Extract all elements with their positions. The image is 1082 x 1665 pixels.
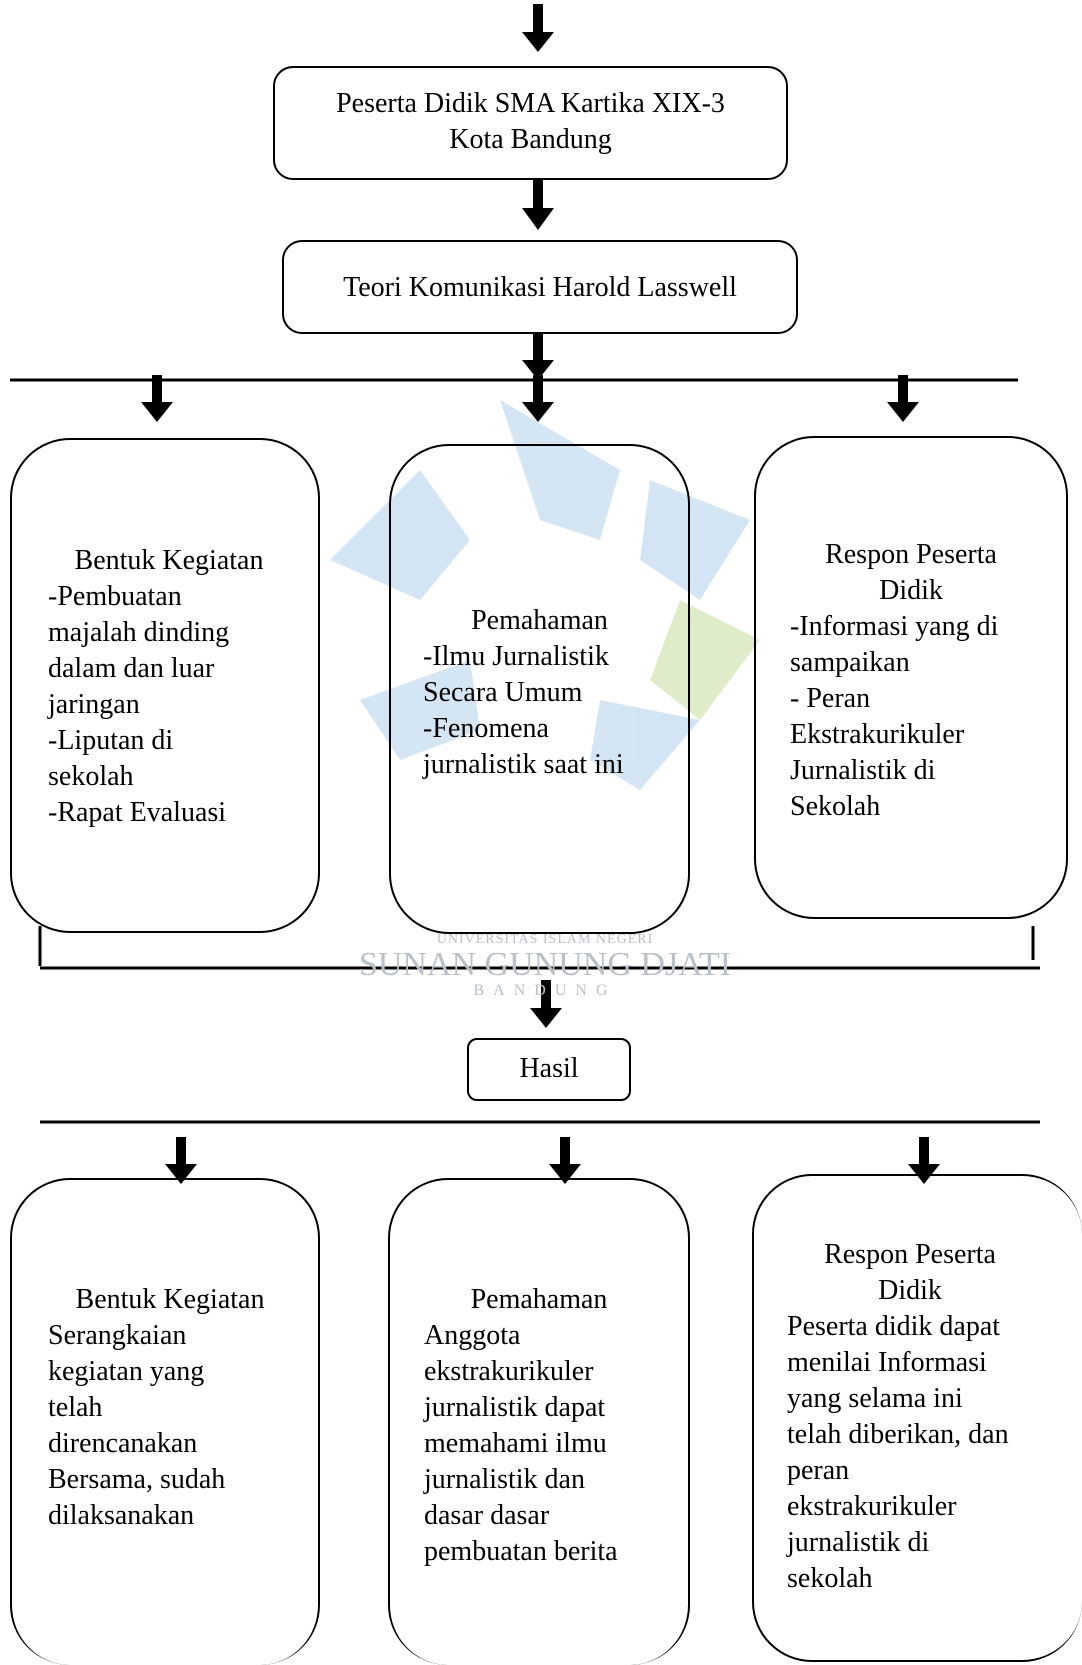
understanding-body: -Ilmu Jurnalistik Secara Umum -Fenomena … [423,641,624,780]
student-response-body: -Informasi yang di sampaikan - Peran Eks… [790,611,999,822]
student-response-title: Respon Peserta Didik [825,539,997,606]
understanding-box [389,444,690,934]
understanding-result-title: Pemahaman [470,1284,608,1315]
student-response-result-body: Peserta didik dapat menilai Informasi ya… [787,1311,1009,1594]
arrow-down-icon [141,375,173,422]
arrow-down-icon [522,180,554,230]
subject-box-text: Peserta Didik SMA Kartika XIX-3 Kota Ban… [336,88,725,155]
activity-result-title: Bentuk Kegiatan [75,1284,265,1315]
arrow-down-icon [522,375,554,422]
subject-box [273,66,788,180]
theory-box-text: Teori Komunikasi Harold Lasswell [343,272,737,303]
arrow-down-icon [522,333,554,380]
understanding-result-box [388,1178,690,1665]
arrow-down-icon [522,4,554,52]
watermark-line-3: BANDUNG [473,982,617,999]
understanding-result-body: Anggota ekstrakurikuler jurnalistik dapa… [424,1320,618,1567]
activity-result-body: Serangkaian kegiatan yang telah direncan… [48,1320,226,1531]
theory-box [282,240,798,334]
result-box [467,1038,631,1101]
student-response-result-box [752,1174,1082,1662]
result-box-text: Hasil [519,1053,579,1084]
arrow-down-icon [887,375,919,422]
understanding-title: Pemahaman [471,605,608,636]
watermark-text: UNIVERSITAS ISLAM NEGERI SUNAN GUNUNG DJ… [330,932,760,1000]
activity-form-body: -Pembuatan majalah dinding dalam dan lua… [48,581,230,828]
activity-result-box [10,1178,320,1665]
student-response-result-title: Respon Peserta Didik [824,1239,996,1306]
arrow-down-icon [165,1137,197,1184]
watermark-line-2: SUNAN GUNUNG DJATI [358,946,732,983]
arrow-down-icon [530,980,562,1028]
watermark-line-1: UNIVERSITAS ISLAM NEGERI [436,932,654,947]
activity-form-title: Bentuk Kegiatan [74,545,264,576]
arrow-down-icon [549,1137,581,1184]
activity-form-box [10,438,320,933]
student-response-box [754,436,1068,919]
